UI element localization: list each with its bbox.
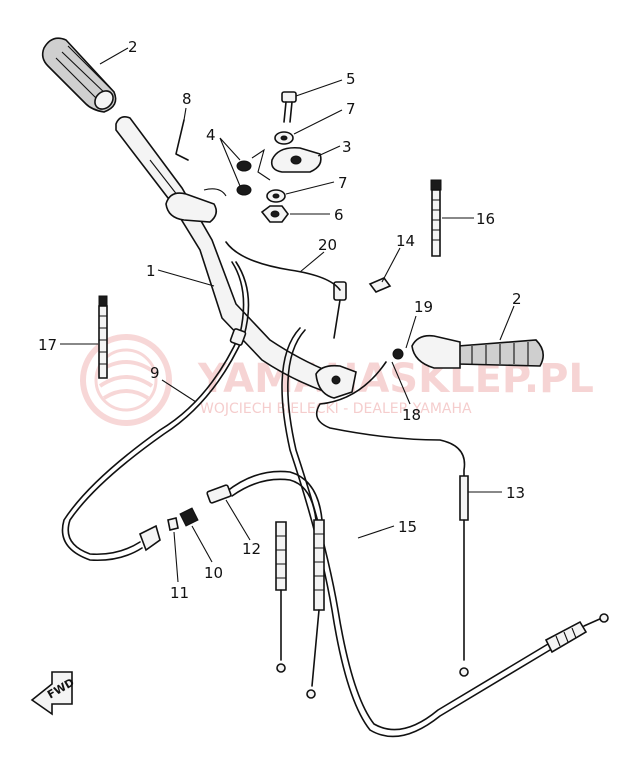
right-grip [392, 334, 544, 369]
callout-12: 12 [242, 540, 261, 558]
callout-18: 18 [402, 406, 421, 424]
cable-17 [98, 295, 108, 379]
callout-4: 4 [206, 126, 216, 144]
callout-10: 10 [204, 564, 223, 582]
nut [260, 205, 289, 223]
callout-15: 15 [398, 518, 417, 536]
callout-2: 2 [128, 38, 138, 56]
lever-mount [315, 364, 357, 399]
adjuster-10 [179, 507, 199, 527]
callout-11: 11 [170, 584, 189, 602]
callout-19: 19 [414, 298, 433, 316]
watermark-logo [80, 334, 172, 426]
left-grip [41, 37, 117, 113]
callout-1: 1 [146, 262, 156, 280]
cable-clip [175, 119, 189, 161]
cable-adjuster [368, 277, 392, 293]
callout-7: 7 [338, 174, 348, 192]
cable-20 [225, 241, 341, 291]
cable-16 [430, 179, 442, 257]
damper-pair [236, 148, 271, 196]
callout-17: 17 [38, 336, 57, 354]
watermark-subtitle: WOJCIECH BIELECKI - DEALER YAMAHA [200, 401, 472, 417]
callout-7: 7 [346, 100, 356, 118]
cable-end-20 [333, 281, 347, 339]
callout-14: 14 [396, 232, 415, 250]
callout-3: 3 [342, 138, 352, 156]
washer-bottom [266, 189, 286, 203]
callout-16: 16 [476, 210, 495, 228]
fwd-arrow: FWD [30, 671, 77, 716]
holder [270, 146, 322, 173]
callout-2: 2 [512, 290, 522, 308]
cable-9 [61, 261, 250, 562]
cable-12 [206, 470, 325, 699]
washer-top [274, 131, 294, 145]
callout-9: 9 [150, 364, 160, 382]
cable-15 [281, 327, 609, 738]
cable-13 [315, 361, 469, 677]
callout-5: 5 [346, 70, 356, 88]
handlebar [115, 116, 331, 394]
callout-20: 20 [318, 236, 337, 254]
callouts: 2 8 4 5 7 3 7 6 16 14 20 1 19 2 17 9 18 … [38, 38, 525, 602]
bolt [281, 91, 297, 123]
callout-13: 13 [506, 484, 525, 502]
callout-6: 6 [334, 206, 344, 224]
leader-lines [60, 47, 515, 583]
nut-11 [167, 517, 179, 531]
callout-8: 8 [182, 90, 192, 108]
